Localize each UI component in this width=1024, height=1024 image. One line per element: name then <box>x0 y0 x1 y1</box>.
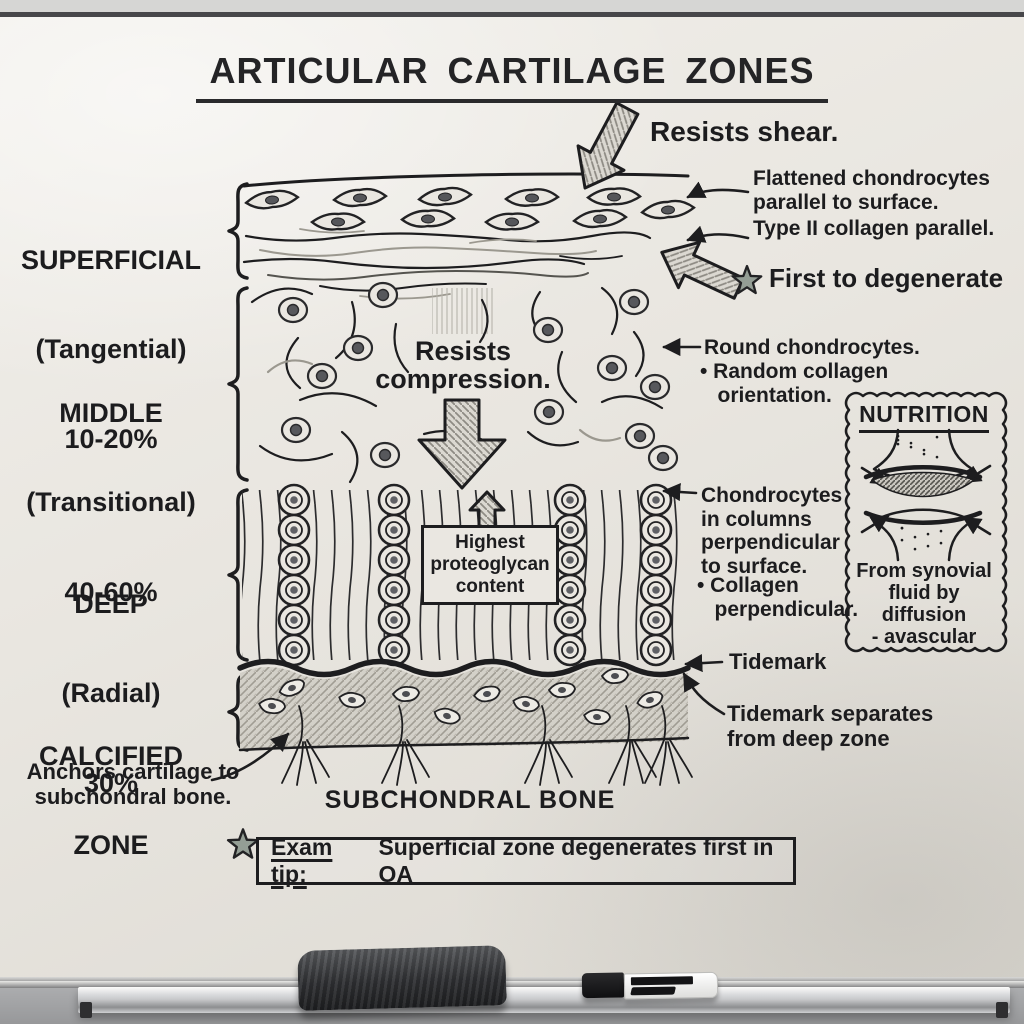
nutrition-title-wrap: NUTRITION <box>846 401 1002 433</box>
zone-name: MIDDLE <box>59 398 163 429</box>
wall-above-board <box>0 0 1024 12</box>
nutrition-body: From synovial fluid by diffusion - avasc… <box>856 560 992 648</box>
annotation-anchors: Anchors cartilage to subchondral bone. <box>26 759 240 809</box>
nutrition-stamp <box>844 391 1008 653</box>
zone-percent: 10-20% <box>64 423 158 454</box>
title-wrap: ARTICULAR CARTILAGE ZONES <box>0 50 1024 103</box>
exam-tip-box: Exam tip: Superficial zone degenerates f… <box>256 834 796 887</box>
tray-rail <box>0 981 1024 988</box>
page-title: ARTICULAR CARTILAGE ZONES <box>195 50 829 103</box>
annotation-flattened-chondrocytes: Flattened chondrocytes parallel to surfa… <box>753 167 990 214</box>
annotation-tidemark-separates: Tidemark separates from deep zone <box>727 701 934 751</box>
annotation-arrows <box>210 181 992 782</box>
annotation-chondrocyte-columns: Chondrocytes in columns perpendicular to… <box>701 484 843 578</box>
tray-endcap-left <box>80 1002 92 1018</box>
nutrition-title: NUTRITION <box>859 401 989 433</box>
zone-label-superficial: SUPERFICIAL (Tangential) 10-20% <box>4 187 218 484</box>
annotation-round-chondrocytes: Round chondrocytes. <box>704 336 920 359</box>
tidemark-line <box>237 658 691 678</box>
marker-cap <box>581 972 625 999</box>
middle-zone-drawing <box>250 281 679 484</box>
zone-subtitle: ZONE <box>73 830 149 861</box>
zone-percent: 40-60% <box>64 576 158 607</box>
label-subchondral-bone: SUBCHONDRAL BONE <box>324 786 616 814</box>
block-arrows <box>417 101 745 532</box>
zone-percent: 30% <box>83 767 139 798</box>
tray-endcap-right <box>996 1002 1008 1018</box>
zone-subtitle: (Radial) <box>61 678 161 709</box>
zone-name: DEEP <box>74 589 148 620</box>
whiteboard-eraser <box>297 945 507 1011</box>
marker-logo <box>630 986 677 996</box>
annotation-first-to-degenerate: First to degenerate <box>769 263 1004 293</box>
highest-proteoglycan-box: Highest proteoglycan content <box>421 525 559 605</box>
annotation-collagen-perpendicular: • Collagen perpendicular. <box>697 574 859 621</box>
calcified-zone-drawing <box>238 667 693 786</box>
zone-label-middle: MIDDLE (Transitional) 40-60% <box>4 340 218 637</box>
annotation-resists-compression: Resists compression. <box>375 336 551 395</box>
zone-label-deep: DEEP (Radial) 30% <box>4 531 218 828</box>
annotation-tidemark: Tidemark <box>729 649 827 674</box>
marker-label <box>630 976 694 986</box>
dry-erase-marker <box>581 970 719 1000</box>
annotation-random-collagen: • Random collagen orientation. <box>700 360 889 407</box>
marker-body <box>623 971 719 1000</box>
superficial-zone-drawing <box>242 172 696 300</box>
zone-subtitle: (Tangential) <box>35 334 187 365</box>
exam-tip-label: Exam tip: <box>271 834 333 887</box>
zone-name: CALCIFIED <box>39 741 183 772</box>
zone-subtitle: (Transitional) <box>26 487 196 518</box>
board-bottom-edge <box>0 977 1024 983</box>
zone-braces <box>227 182 249 752</box>
exam-tip-text: Superficial zone degenerates first in OA <box>378 834 774 887</box>
annotation-resists-shear: Resists shear. <box>650 116 839 147</box>
annotation-type-ii-collagen: Type II collagen parallel. <box>753 217 995 240</box>
marker-tray <box>78 987 1010 1013</box>
zone-name: SUPERFICIAL <box>20 245 201 276</box>
board-top-frame <box>0 12 1024 17</box>
zone-label-calcified: CALCIFIED ZONE <box>4 683 218 891</box>
